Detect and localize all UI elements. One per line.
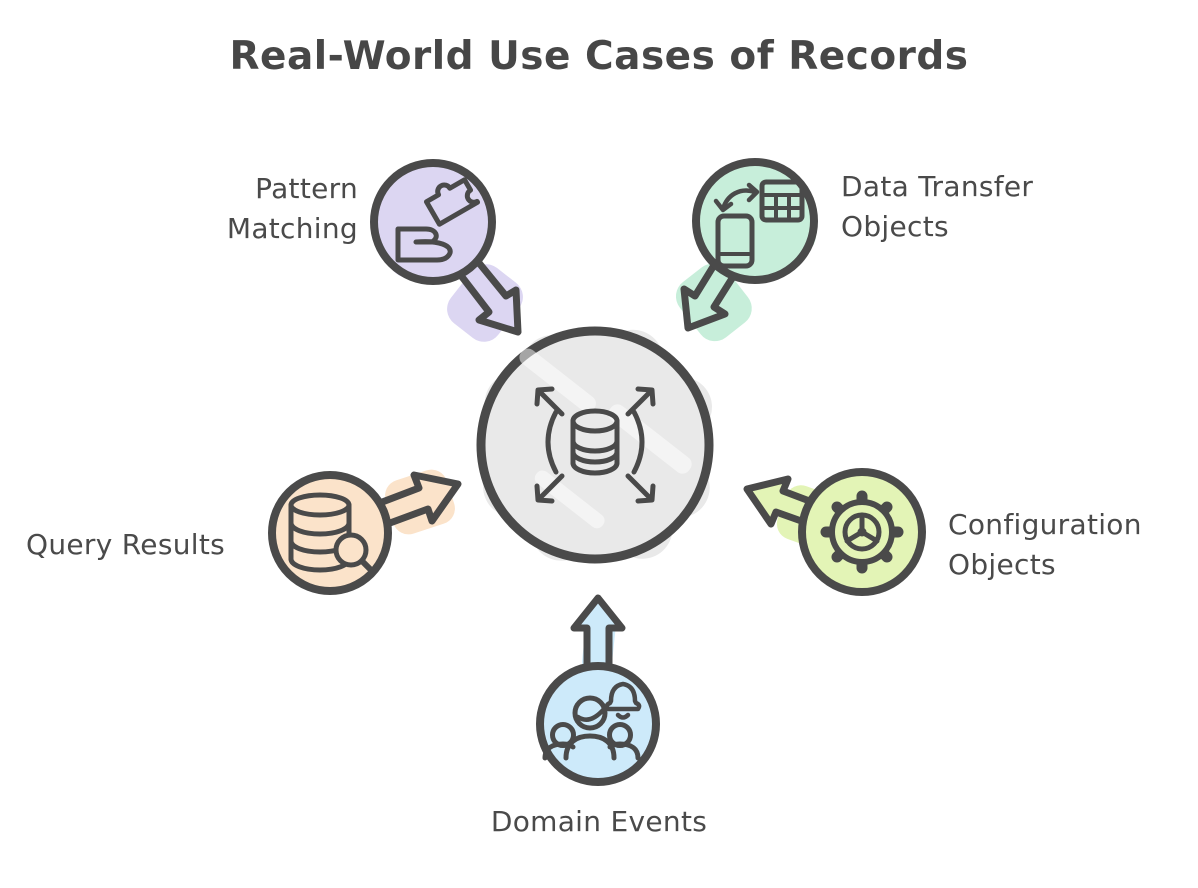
person-shoulders-right bbox=[607, 741, 641, 761]
gear-icon bbox=[820, 490, 904, 574]
database-icon bbox=[570, 408, 620, 476]
people-icon bbox=[542, 695, 641, 761]
table-icon bbox=[759, 179, 805, 223]
scribble-highlight bbox=[519, 348, 596, 413]
sync-head-right bbox=[746, 182, 760, 203]
magnifier-handle bbox=[359, 558, 376, 575]
scribble-highlight bbox=[608, 404, 692, 474]
node-data-transfer bbox=[675, 158, 818, 342]
diagram-title: Real-World Use Cases of Records bbox=[229, 34, 969, 79]
node-domain-events bbox=[536, 594, 660, 786]
gear-hub bbox=[857, 527, 867, 537]
table-frame bbox=[759, 179, 805, 223]
expand-arrows-icon bbox=[534, 386, 656, 504]
node-circle-pattern-matching bbox=[370, 159, 496, 285]
label-line: Objects bbox=[841, 210, 949, 243]
table-grid bbox=[760, 193, 804, 222]
label-line: Objects bbox=[948, 548, 1056, 581]
label-line: Domain Events bbox=[490, 805, 708, 838]
sync-arrow-icon bbox=[713, 182, 760, 213]
label-configuration-objects: Configuration Objects bbox=[948, 505, 1142, 585]
bell-icon bbox=[604, 681, 642, 720]
magnifier-glass bbox=[333, 532, 369, 568]
person-face-line bbox=[575, 706, 607, 722]
label-pattern-matching: Pattern Matching bbox=[227, 169, 358, 249]
database-disks bbox=[570, 438, 620, 476]
node-configuration bbox=[743, 468, 926, 596]
person-shoulders-left bbox=[542, 741, 576, 761]
label-line: Configuration bbox=[948, 508, 1142, 541]
label-data-transfer-objects: Data Transfer Objects bbox=[841, 167, 1033, 247]
arrow-se-icon bbox=[625, 473, 656, 504]
arrow-nw-icon bbox=[534, 386, 565, 417]
phone-body bbox=[715, 213, 755, 269]
center-node bbox=[476, 326, 714, 564]
bell-clapper bbox=[615, 712, 631, 720]
paren-right-icon bbox=[631, 409, 645, 475]
label-line: Data Transfer bbox=[841, 170, 1034, 203]
arrow-ne-icon bbox=[625, 386, 656, 417]
puzzle-outline bbox=[423, 177, 481, 227]
node-pattern-matching bbox=[370, 159, 523, 342]
label-line: Matching bbox=[226, 212, 358, 245]
hand-icon bbox=[395, 226, 453, 263]
node-circle-data-transfer bbox=[692, 158, 818, 284]
label-line: Query Results bbox=[26, 528, 225, 561]
bell-body bbox=[604, 681, 642, 712]
paren-left-icon bbox=[545, 409, 559, 475]
label-query-results: Query Results bbox=[26, 525, 225, 565]
phone-icon bbox=[715, 213, 755, 269]
label-domain-events: Domain Events bbox=[0, 802, 1198, 842]
label-line: Pattern bbox=[255, 172, 358, 205]
sync-head-down bbox=[713, 198, 734, 213]
node-query-results bbox=[268, 469, 462, 595]
database-magnifier-icon bbox=[288, 492, 376, 575]
sync-curve bbox=[720, 188, 758, 212]
puzzle-piece-icon bbox=[423, 177, 481, 227]
arrow-sw-icon bbox=[534, 473, 565, 504]
